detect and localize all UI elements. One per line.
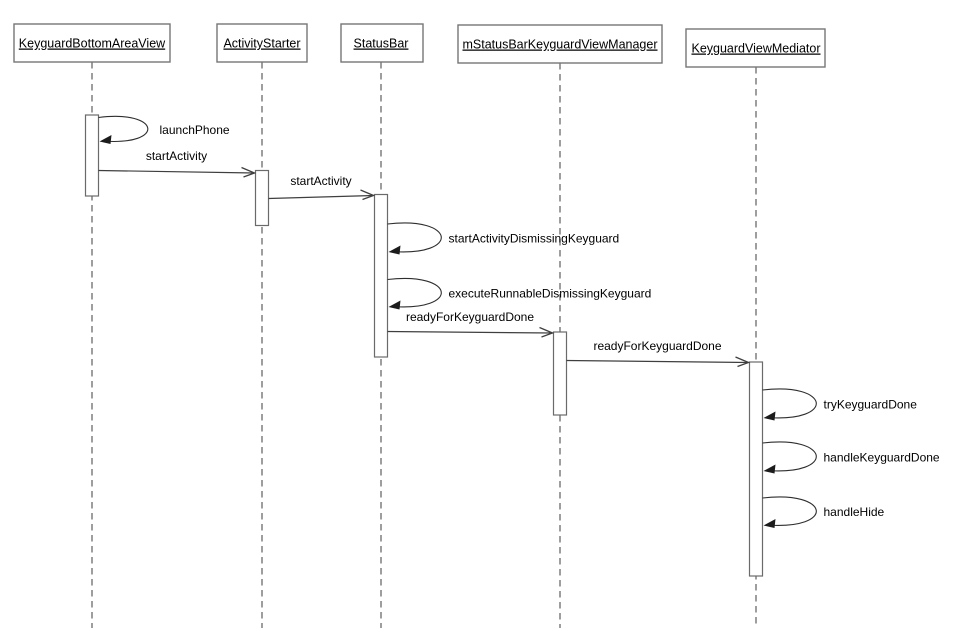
message-label-executeRunnableDismissingKeyguard: executeRunnableDismissingKeyguard [449,287,652,301]
message-arrowhead-filled [388,300,401,310]
message-loop-handleKeyguardDone [762,441,817,472]
messages-layer: launchPhone startActivity startActivity sta… [98,115,940,528]
activation-bar-mStatusBarKeyguardViewManager-3 [552,331,568,416]
message-label-startActivity: startActivity [290,174,351,188]
message-label-readyForKeyguardDone: readyForKeyguardDone [406,310,534,324]
message-loop-executeRunnableDismissingKeyguard [387,277,442,308]
message-label-startActivity: startActivity [146,149,207,163]
actor-label-ActivityStarter: ActivityStarter [223,37,300,51]
message-label-tryKeyguardDone: tryKeyguardDone [824,397,918,411]
message-arrowhead-filled [388,245,401,255]
activation-bar-ActivityStarter-1 [254,169,270,227]
message-label-launchPhone: launchPhone [160,123,230,137]
activations-layer [84,114,764,577]
actor-label-KeyguardViewMediator: KeyguardViewMediator [691,42,820,56]
actor-box-StatusBar [340,23,424,63]
message-loop-launchPhone [98,115,149,143]
message-loop-startActivityDismissingKeyguard [387,222,442,253]
message-arrowhead-filled [99,135,112,144]
message-arrowhead-open [539,326,555,338]
actor-box-KeyguardBottomAreaView [13,23,171,63]
message-line-startActivity [98,169,255,174]
message-line-readyForKeyguardDone [387,330,553,334]
message-label-startActivityDismissingKeyguard: startActivityDismissingKeyguard [449,231,620,245]
actor-label-KeyguardBottomAreaView: KeyguardBottomAreaView [19,37,166,51]
actor-box-mStatusBarKeyguardViewManager [457,24,663,64]
message-line-readyForKeyguardDone [566,359,749,364]
message-arrowhead-filled [763,411,776,421]
message-line-startActivity [268,194,374,200]
message-label-readyForKeyguardDone: readyForKeyguardDone [593,339,721,353]
activation-bar-KeyguardViewMediator-4 [748,361,764,577]
message-arrowhead-open [241,166,257,178]
actor-box-ActivityStarter [216,23,308,63]
message-label-handleKeyguardDone: handleKeyguardDone [824,450,940,464]
actor-label-StatusBar: StatusBar [354,37,409,51]
actor-label-mStatusBarKeyguardViewManager: mStatusBarKeyguardViewManager [462,38,657,52]
activation-bar-KeyguardBottomAreaView-0 [84,114,100,197]
actor-boxes-layer: KeyguardBottomAreaView ActivityStarter Sta… [13,23,826,68]
message-loop-handleHide [762,496,817,526]
message-arrowhead-open [360,189,376,201]
activation-bar-StatusBar-2 [373,193,389,358]
message-arrowhead-filled [763,519,776,528]
message-label-handleHide: handleHide [824,505,885,519]
message-loop-tryKeyguardDone [762,388,817,419]
actor-box-KeyguardViewMediator [685,28,826,68]
message-arrowhead-filled [763,464,776,474]
message-arrowhead-open [735,356,751,368]
